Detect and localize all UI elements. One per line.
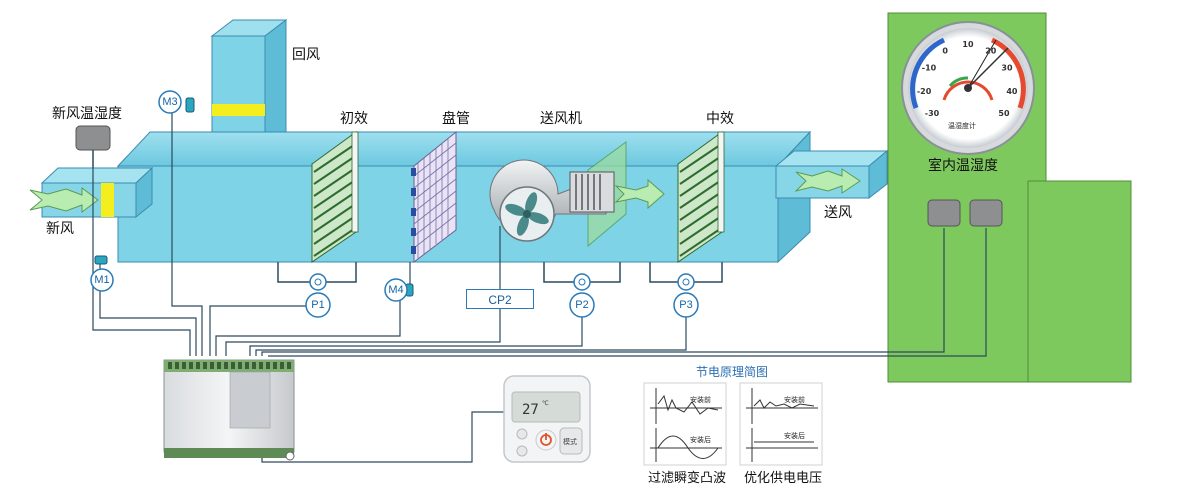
terminal-pin (217, 362, 221, 369)
indoor-temp-humidity-label: 室内温湿度 (928, 158, 998, 174)
p3-circle (673, 292, 699, 318)
left-after-label: 安装后 (690, 435, 711, 444)
thermostat[interactable]: 27 ℃ 模式 (503, 375, 591, 463)
p1-label: P1 (311, 299, 325, 311)
cooling-coil (411, 130, 457, 264)
temp-scale-label: 0 (942, 46, 948, 55)
terminal-pin (203, 362, 207, 369)
left-before-label: 安装前 (690, 395, 711, 404)
temp-scale-label: 40 (1006, 87, 1018, 96)
supply-air-outlet-duct (774, 149, 889, 200)
supply-air-label: 送风 (824, 205, 852, 221)
m1-label: M1 (94, 274, 110, 286)
hygrometer: 温湿度计 -30 -20 -10 0 10 20 30 40 50 (901, 21, 1035, 155)
temp-scale-label: -30 (925, 109, 940, 118)
actuator-m1 (94, 255, 108, 265)
primary-filter-label: 初效 (340, 111, 368, 127)
thermostat-temperature: 27 (522, 402, 539, 418)
cp2-sensor-label: CP2 (466, 289, 534, 309)
terminal-pin (175, 362, 179, 369)
terminal-pin (266, 362, 270, 369)
terminal-pin (182, 362, 186, 369)
terminal-pin (252, 362, 256, 369)
terminal-pin (224, 362, 228, 369)
supply-fan-label: 送风机 (540, 111, 582, 127)
m4-circle (384, 278, 408, 302)
fresh-air-label: 新风 (46, 221, 74, 237)
primary-filter (311, 131, 359, 263)
p2-label: P2 (575, 299, 589, 311)
fresh-air-sensor (75, 125, 111, 168)
thermostat-unit: ℃ (542, 400, 549, 407)
temp-scale-label: 20 (985, 46, 997, 55)
indoor-sensors (927, 199, 1003, 227)
terminal-pin (231, 362, 235, 369)
fan-outlet-arrow (614, 178, 665, 210)
m4-label: M4 (388, 284, 404, 296)
energy-caption-left: 过滤瞬变凸波 (648, 471, 727, 486)
medium-filter (677, 131, 725, 263)
energy-panel-right: 安装前 安装后 (739, 382, 823, 466)
actuator-m3 (185, 97, 195, 113)
energy-panel-left: 安装前 安装后 (643, 382, 727, 466)
p1-circle (305, 292, 331, 318)
temp-scale: -30 -20 -10 0 10 20 30 40 50 (917, 40, 1018, 118)
p3-label: P3 (679, 299, 693, 311)
return-air-label: 回风 (292, 47, 320, 63)
right-before-label: 安装前 (784, 395, 805, 404)
terminal-pin (168, 362, 172, 369)
temp-scale-label: 10 (962, 40, 974, 49)
energy-caption-right: 优化供电电压 (744, 471, 823, 486)
pressure-switches (309, 273, 695, 291)
terminal-pin (210, 362, 214, 369)
temp-scale-label: -20 (917, 87, 932, 96)
m3-label: M3 (162, 96, 178, 108)
mode-button[interactable] (559, 427, 583, 455)
temp-scale-label: 30 (1001, 64, 1013, 73)
controller-unit (163, 359, 295, 461)
m3-circle (158, 90, 182, 114)
fresh-air-flow-arrow (29, 187, 99, 213)
coil-label: 盘管 (442, 111, 470, 127)
right-after-label: 安装后 (784, 431, 805, 440)
supply-fan (489, 141, 665, 248)
energy-panel-title: 节电原理简图 (696, 365, 769, 379)
terminal-pin (287, 362, 291, 369)
medium-filter-label: 中效 (706, 111, 734, 127)
fresh-air-inlet-duct (29, 166, 154, 219)
terminal-pin (273, 362, 277, 369)
fresh-air-temp-humidity-label: 新风温湿度 (52, 106, 122, 122)
terminal-pin (189, 362, 193, 369)
p2-circle (569, 292, 595, 318)
terminal-pin (238, 362, 242, 369)
m1-circle (90, 268, 114, 292)
control-wiring (92, 112, 987, 463)
hygrometer-brand: 温湿度计 (948, 121, 976, 130)
supply-air-flow-arrow (794, 168, 861, 194)
temp-scale-label: 50 (998, 109, 1010, 118)
mode-label: 模式 (563, 437, 577, 446)
terminal-pin (280, 362, 284, 369)
terminal-pin (245, 362, 249, 369)
temp-scale-label: -10 (922, 64, 937, 73)
terminal-pin (196, 362, 200, 369)
terminal-pin (259, 362, 263, 369)
